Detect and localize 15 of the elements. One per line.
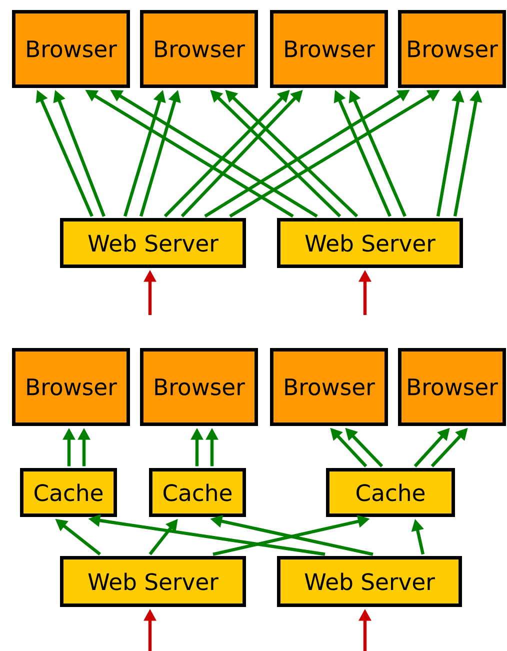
browser-box: Browser bbox=[12, 348, 130, 426]
browser-box: Browser bbox=[140, 10, 258, 88]
browser-box: Browser bbox=[12, 10, 130, 88]
server-box: Web Server bbox=[276, 556, 462, 607]
browser-box: Browser bbox=[270, 348, 388, 426]
browser-box: Browser bbox=[398, 10, 506, 88]
browser-box: Browser bbox=[398, 348, 506, 426]
cache-box: Cache bbox=[326, 468, 455, 517]
cache-box: Cache bbox=[149, 468, 246, 517]
browser-box: Browser bbox=[140, 348, 258, 426]
browser-box: Browser bbox=[270, 10, 388, 88]
cache-box: Cache bbox=[20, 468, 117, 517]
server-box: Web Server bbox=[60, 218, 246, 268]
server-box: Web Server bbox=[277, 218, 463, 268]
server-box: Web Server bbox=[60, 556, 246, 607]
